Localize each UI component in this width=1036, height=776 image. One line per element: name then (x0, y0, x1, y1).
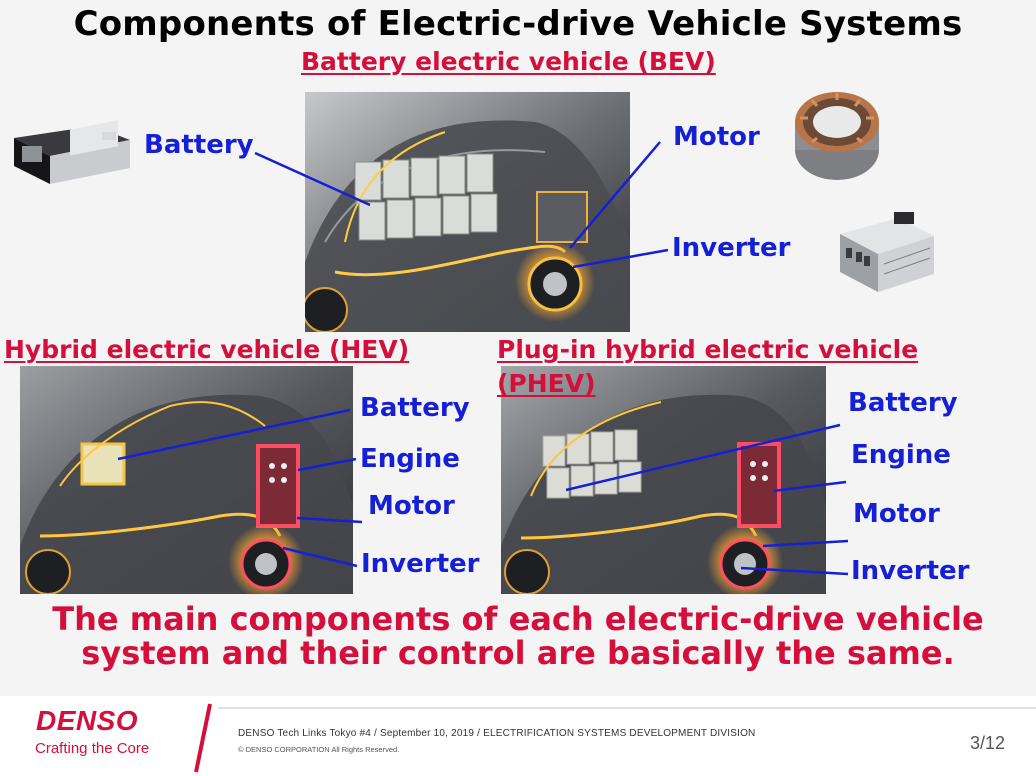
battery-pack-image (6, 118, 132, 190)
denso-logo: DENSO (36, 705, 139, 736)
page-number: 3/12 (969, 733, 1005, 753)
bev-label-motor: Motor (673, 122, 760, 152)
hev-label-inverter: Inverter (361, 549, 480, 579)
bev-label-inverter: Inverter (672, 233, 791, 263)
brand-tagline: Crafting the Core (35, 740, 150, 757)
hev-label-motor: Motor (368, 491, 455, 521)
bev-label-battery: Battery (144, 130, 254, 160)
event-info: DENSO Tech Links Tokyo #4 / September 10… (238, 728, 756, 739)
bev-heading: Battery electric vehicle (BEV) (301, 47, 716, 76)
inverter-image (834, 208, 936, 296)
slide-title: Components of Electric-drive Vehicle Sys… (73, 4, 963, 44)
motor-stator-image (792, 88, 882, 186)
summary-message: The main components of each electric-dri… (0, 602, 1036, 670)
phev-label-inverter: Inverter (851, 556, 970, 586)
footer-divider (194, 703, 1036, 773)
phev-label-motor: Motor (853, 499, 940, 529)
hev-heading: Hybrid electric vehicle (HEV) (4, 335, 410, 364)
footer: DENSO Crafting the Core DENSO Tech Links… (0, 696, 1036, 776)
hev-label-battery: Battery (360, 393, 470, 423)
phev-vehicle-image (501, 366, 826, 594)
phev-label-battery: Battery (848, 388, 958, 418)
summary-line-1: The main components of each electric-dri… (52, 600, 984, 638)
phev-heading-line2: (PHEV) (497, 369, 596, 398)
hev-label-engine: Engine (360, 444, 460, 474)
phev-label-engine: Engine (851, 440, 951, 470)
summary-line-2: system and their control are basically t… (81, 634, 955, 672)
copyright: © DENSO CORPORATION All Rights Reserved. (238, 745, 400, 754)
bev-vehicle-image (305, 92, 630, 332)
phev-heading-line1: Plug-in hybrid electric vehicle (497, 335, 919, 364)
hev-vehicle-image (20, 366, 353, 594)
